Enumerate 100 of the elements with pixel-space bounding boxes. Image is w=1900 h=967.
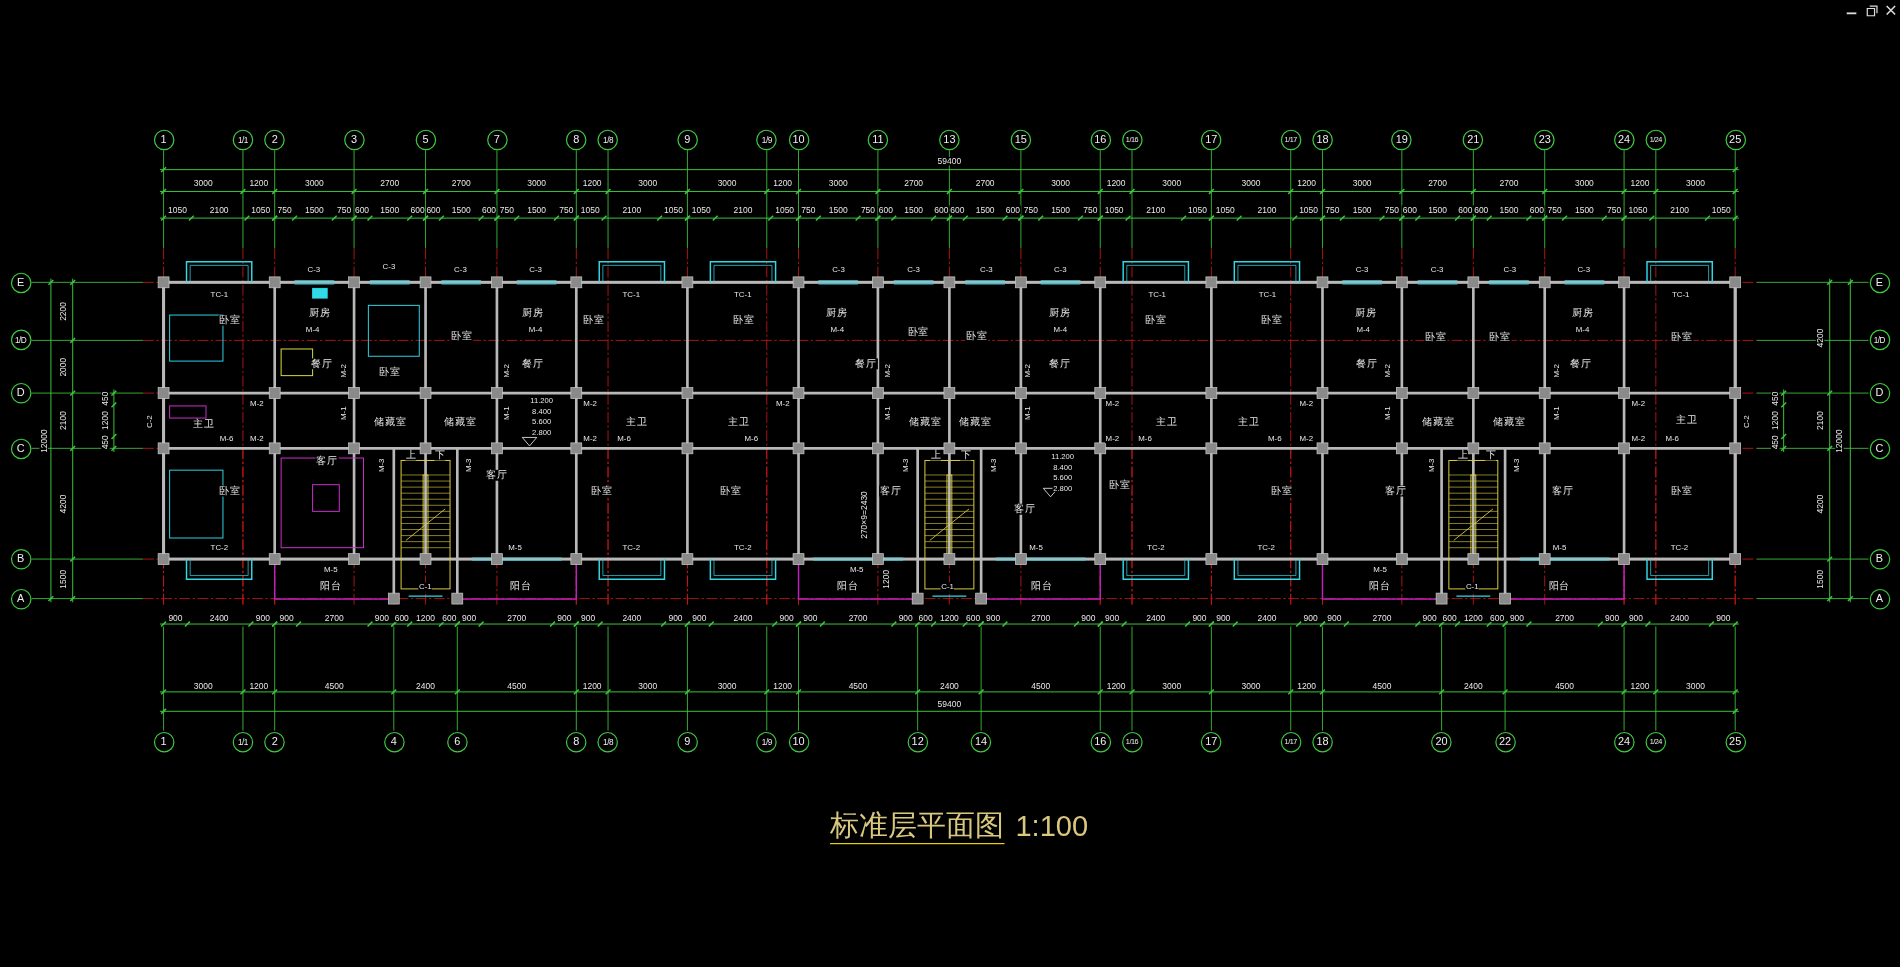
dimension-text: 600 (441, 613, 458, 623)
room-name: 主卫 (192, 418, 216, 430)
dimension-text: 2400 (939, 681, 960, 691)
dimension-text: 750 (336, 205, 352, 214)
dimension-text: 3000 (304, 178, 325, 188)
dimension-text: 3000 (637, 178, 658, 188)
dimension-text: 900 (1326, 613, 1343, 623)
dimension-text: 750 (860, 205, 876, 214)
axis-bubble: 25 (1724, 129, 1746, 150)
dimension-text: 900 (691, 613, 707, 623)
room-name: 餐厅 (1355, 358, 1379, 369)
dimension-text: 2400 (209, 613, 230, 623)
dimension-text: 4200 (1815, 327, 1825, 348)
dimension-text: 900 (1215, 613, 1231, 623)
dimension-text: 1500 (1050, 205, 1071, 214)
dimension-text: 750 (800, 205, 817, 214)
axis-bubble: D (1869, 382, 1890, 404)
axis-bubble: 1/8 (597, 129, 619, 150)
dimension-text: 2700 (1372, 613, 1393, 623)
dimension-text: 1050 (1298, 205, 1319, 214)
dimension-text: 600 (1529, 205, 1545, 214)
axis-bubble: 15 (1010, 129, 1032, 150)
axis-bubble: 17 (1201, 129, 1222, 150)
dimension-text: 2700 (1554, 613, 1575, 623)
room-name: 卧室 (1488, 331, 1512, 342)
dimension-text: 900 (1715, 613, 1731, 623)
dimension-text: 1050 (774, 205, 795, 214)
dimension-text: 2100 (621, 205, 642, 214)
dimension-text: 900 (255, 613, 271, 623)
dimension-text: 750 (1606, 205, 1622, 214)
room-name: 卧室 (1670, 331, 1694, 342)
room-name: 储藏室 (373, 416, 408, 427)
dimension-text: 900 (278, 613, 295, 623)
dimension-text: 1500 (451, 205, 472, 214)
stair-direction-text: 上 (930, 450, 941, 461)
dimension-text: 1200 (248, 178, 269, 188)
axis-bubble: A (10, 588, 31, 609)
axis-bubble: 13 (939, 129, 960, 150)
room-name: 卧室 (907, 326, 930, 338)
dimension-text: 59400 (937, 156, 962, 166)
room-name: 卧室 (218, 314, 242, 326)
dimension-text: 1050 (167, 205, 188, 214)
axis-bubble: C (1869, 438, 1890, 459)
axis-bubble: 7 (486, 129, 508, 150)
room-name: 卧室 (582, 314, 606, 326)
axis-bubble: 1/1 (232, 129, 254, 150)
dimension-text: 3000 (1574, 178, 1595, 188)
room-name: 客厅 (315, 455, 339, 466)
room-name: 卧室 (965, 330, 989, 341)
axis-bubble: 14 (970, 731, 992, 752)
room-name: 厨房 (1048, 307, 1072, 318)
axis-bubble: 16 (1089, 129, 1111, 150)
dimension-text: 2100 (1256, 205, 1277, 214)
room-name: 餐厅 (1048, 358, 1072, 369)
dimension-text: 900 (898, 613, 914, 623)
dimension-text: 1050 (1104, 205, 1125, 214)
scale-text: 1:100 (1014, 811, 1089, 841)
dimension-text: 1500 (526, 205, 547, 214)
dimension-text: 2100 (1145, 205, 1166, 214)
dimension-text: 600 (1441, 613, 1458, 623)
dimension-text: 2700 (451, 178, 472, 188)
dimension-text: 4500 (324, 681, 345, 691)
dimension-text: 1500 (58, 568, 68, 589)
dimension-text: 3000 (193, 178, 214, 188)
dimension-text: 4500 (1554, 681, 1575, 691)
dimension-text: 600 (878, 205, 894, 214)
axis-bubble: 23 (1534, 129, 1555, 150)
dimension-text: 1200 (1106, 681, 1127, 691)
dimension-text: 3000 (828, 178, 849, 188)
dimension-text: 900 (461, 613, 477, 623)
room-name: 客厅 (1384, 485, 1408, 496)
room-name: 卧室 (1270, 485, 1294, 496)
axis-bubble: 8 (566, 731, 587, 752)
dimension-text: 1500 (379, 205, 400, 214)
dimension-text: 750 (1546, 205, 1563, 214)
dimension-text: 600 (354, 205, 370, 214)
room-name: 储藏室 (958, 416, 993, 427)
dimension-text: 1200 (1629, 178, 1650, 188)
room-name: 储藏室 (443, 416, 478, 427)
dimension-text: 1200 (1463, 613, 1484, 623)
room-name: 主卫 (1675, 414, 1699, 425)
room-name: 卧室 (1260, 314, 1284, 326)
room-name: 卧室 (218, 485, 242, 496)
room-name: 卧室 (590, 485, 614, 496)
dimension-text: 600 (1489, 613, 1505, 623)
axis-bubble: 1/9 (756, 731, 778, 752)
axis-bubble: E (1869, 272, 1890, 293)
axis-bubble: 10 (788, 129, 809, 150)
dimension-text: 1200 (415, 613, 436, 623)
axis-bubble: 6 (447, 731, 468, 752)
room-name: 卧室 (1424, 331, 1448, 342)
dimension-text: 4500 (848, 681, 869, 691)
axis-bubble: 1/1 (232, 731, 254, 752)
dimension-text: 3000 (1241, 178, 1262, 188)
axis-bubble: C (10, 438, 31, 459)
dimension-text: 900 (556, 613, 573, 623)
dimension-text: 900 (374, 613, 390, 623)
dimension-text: 2400 (1145, 613, 1166, 623)
room-name: 卧室 (1108, 479, 1132, 490)
dimension-text: 1500 (304, 205, 325, 214)
